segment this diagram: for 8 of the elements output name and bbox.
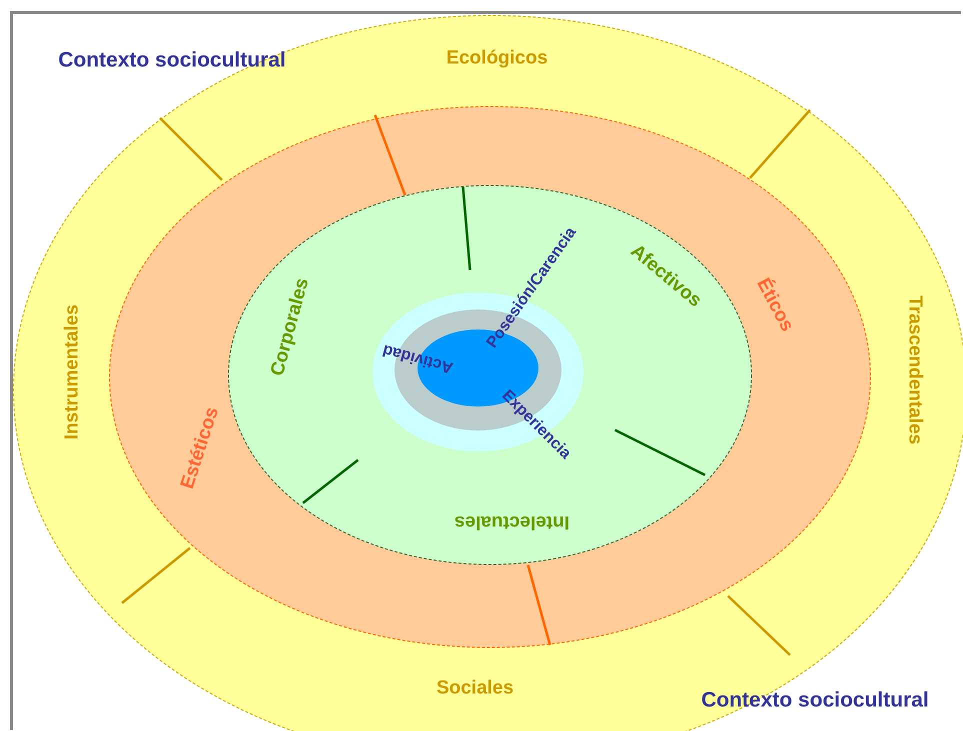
inner-ellipse	[228, 185, 752, 565]
category-label: Ecológicos	[446, 48, 548, 68]
context-label: Contexto sociocultural	[701, 690, 929, 710]
category-label: Instrumentales	[62, 304, 82, 440]
category-label: Intelectuales	[454, 512, 570, 532]
middle-ring	[109, 106, 871, 648]
category-label: Trascendentales	[906, 296, 924, 444]
category-label: Sociales	[436, 678, 514, 698]
